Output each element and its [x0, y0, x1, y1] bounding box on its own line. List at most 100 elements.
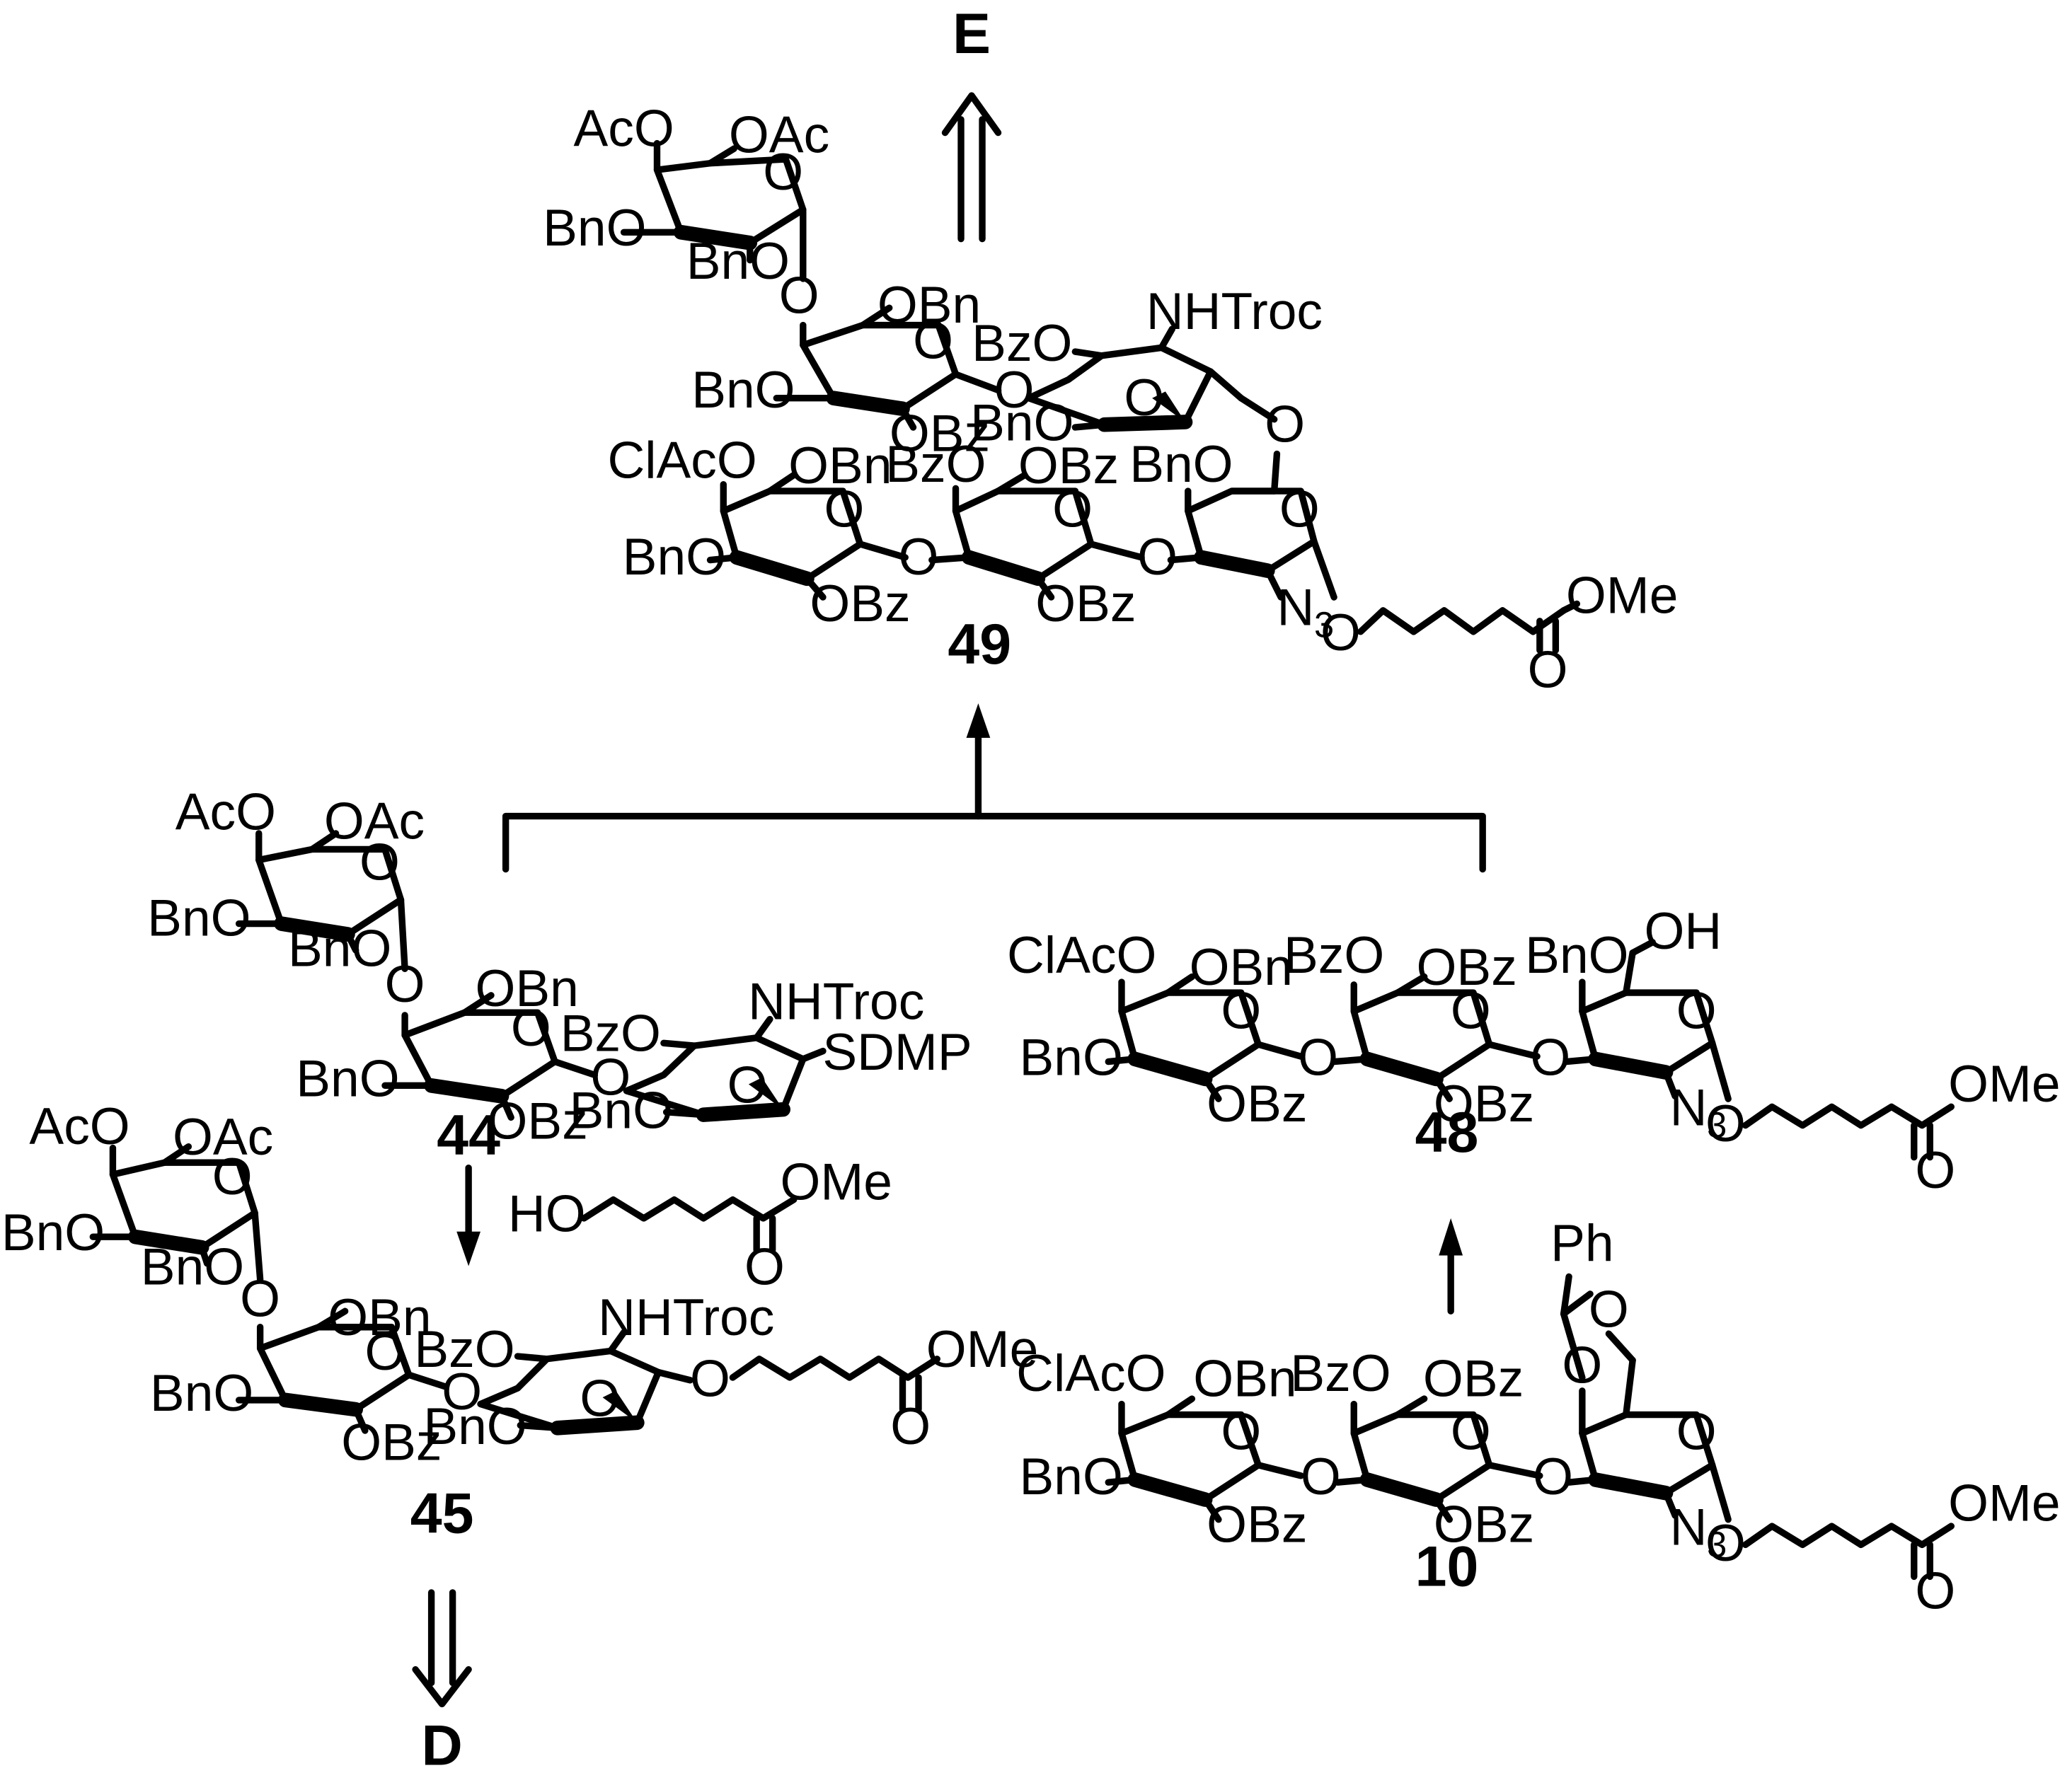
reaction-arrow-44-to-45 — [456, 1164, 481, 1266]
group-label: BnO — [570, 1081, 673, 1139]
group-label: 3 — [1314, 604, 1334, 645]
group-label: O — [890, 1397, 931, 1455]
bond-stroke — [1560, 1310, 1586, 1381]
group-label: O — [1052, 480, 1093, 538]
compound-label-10: 10 — [1415, 1535, 1479, 1599]
compound-label-44: 44 — [437, 1104, 500, 1167]
group-label: NHTroc — [598, 1288, 774, 1346]
bond-stroke — [941, 92, 1002, 137]
group-label: O — [744, 1238, 785, 1296]
bond-stroke — [856, 541, 909, 561]
bond-stroke — [456, 1231, 481, 1266]
bond-stroke — [514, 1353, 551, 1363]
group-label: O — [763, 143, 803, 201]
compound-10: ClAcO OBn O BnO OBz O BzO OBz O OBz O Ph… — [1016, 1214, 2060, 1619]
group-label: OBz — [1423, 1349, 1524, 1407]
bond-stroke — [1167, 554, 1205, 564]
bond-stroke — [952, 371, 1002, 394]
group-label: O — [1589, 1281, 1629, 1339]
bond-stroke — [1560, 1273, 1572, 1317]
group-label: OMe — [1948, 1055, 2060, 1113]
bond-stroke — [1394, 1395, 1428, 1419]
bond-stroke — [748, 1078, 783, 1110]
bond-stroke — [1605, 1330, 1636, 1364]
group-label: SDMP — [822, 1023, 972, 1081]
bond-stroke — [344, 930, 359, 954]
bond-stroke — [1588, 1051, 1674, 1080]
group-label: OBz — [341, 1413, 442, 1471]
bond-stroke — [1335, 1476, 1371, 1486]
bond-stroke — [1105, 1476, 1139, 1486]
group-label: O — [1705, 1095, 1746, 1153]
bond-stroke — [800, 1047, 827, 1063]
group-label: N — [1670, 1498, 1708, 1556]
group-label: AcO — [29, 1097, 130, 1155]
bond-stroke — [352, 1406, 369, 1434]
bond-stroke — [580, 1196, 798, 1222]
group-label: BzO — [414, 1320, 514, 1378]
bond-stroke — [198, 1244, 211, 1267]
group-label: O — [1221, 1402, 1261, 1460]
group-label: OMe — [780, 1153, 892, 1211]
group-label: OBz — [1035, 574, 1136, 633]
bond-stroke — [1158, 325, 1175, 352]
bond-stroke — [1742, 1523, 1955, 1549]
group-label: BnO — [691, 361, 795, 419]
group-label: O — [1451, 1402, 1491, 1460]
group-label: BnO — [970, 394, 1074, 452]
bond-stroke — [766, 471, 798, 495]
stage-label-bottom: D — [421, 1714, 462, 1773]
group-label: N — [1277, 578, 1314, 636]
bond-stroke — [1264, 567, 1284, 601]
group-label: O — [1562, 1336, 1602, 1394]
group-label: BnO — [150, 1364, 253, 1422]
bond-stroke — [251, 1209, 264, 1283]
group-label: O — [690, 1349, 730, 1407]
bond-stroke — [412, 1666, 472, 1708]
bond-stroke — [461, 992, 495, 1016]
bond-stroke — [424, 1078, 510, 1104]
group-label: O — [365, 1323, 405, 1381]
bond-stroke — [1202, 1075, 1222, 1102]
bond-stroke — [1202, 1496, 1222, 1523]
bond-stroke — [1207, 368, 1245, 402]
group-label: BzO — [885, 435, 986, 493]
bond-stroke — [899, 405, 917, 431]
group-label: OBz — [1018, 437, 1119, 495]
reagent-methyl-hydroxyhexanoate: HO OMe O — [508, 1153, 892, 1296]
bond-stroke — [1359, 1051, 1444, 1087]
group-label: OBn — [328, 1288, 431, 1346]
bond-stroke — [1565, 1476, 1599, 1486]
group-label: NHTroc — [748, 973, 924, 1031]
group-label: BzO — [972, 314, 1072, 372]
group-label: OBn — [877, 276, 981, 334]
bond-stroke — [803, 575, 827, 601]
retro-arrow-top — [941, 92, 1002, 243]
group-label: OBz — [1207, 1075, 1307, 1133]
bond-stroke — [1485, 1041, 1541, 1060]
group-label: BzO — [1290, 1344, 1391, 1402]
group-label: O — [1533, 1448, 1573, 1506]
group-label: O — [1279, 480, 1320, 538]
group-label: O — [1298, 1028, 1338, 1086]
group-label: BnO — [543, 199, 646, 257]
group-label: ClAcO — [1016, 1344, 1166, 1402]
bond-stroke — [1088, 541, 1145, 561]
bond-stroke — [660, 1039, 698, 1049]
bond-stroke — [1485, 1462, 1543, 1479]
bond-stroke — [1255, 1462, 1304, 1479]
bond-stroke — [961, 550, 1046, 587]
group-label: BnO — [623, 528, 726, 586]
bond-stroke — [607, 1329, 628, 1355]
bond-stroke — [1164, 1395, 1196, 1419]
bond-stroke — [994, 471, 1028, 495]
group-label: O — [1530, 1028, 1570, 1086]
group-label: O — [1301, 1448, 1341, 1506]
group-label: BnO — [1020, 1448, 1123, 1506]
compound-49: AcO OAc O BnO BnO O OBn O BnO OBz O BzO … — [543, 99, 1678, 698]
group-label: O — [442, 1363, 482, 1421]
bond-stroke — [1394, 973, 1428, 996]
bond-stroke — [405, 1371, 449, 1390]
bond-stroke — [729, 1356, 940, 1381]
group-label: BnO — [423, 1397, 526, 1455]
